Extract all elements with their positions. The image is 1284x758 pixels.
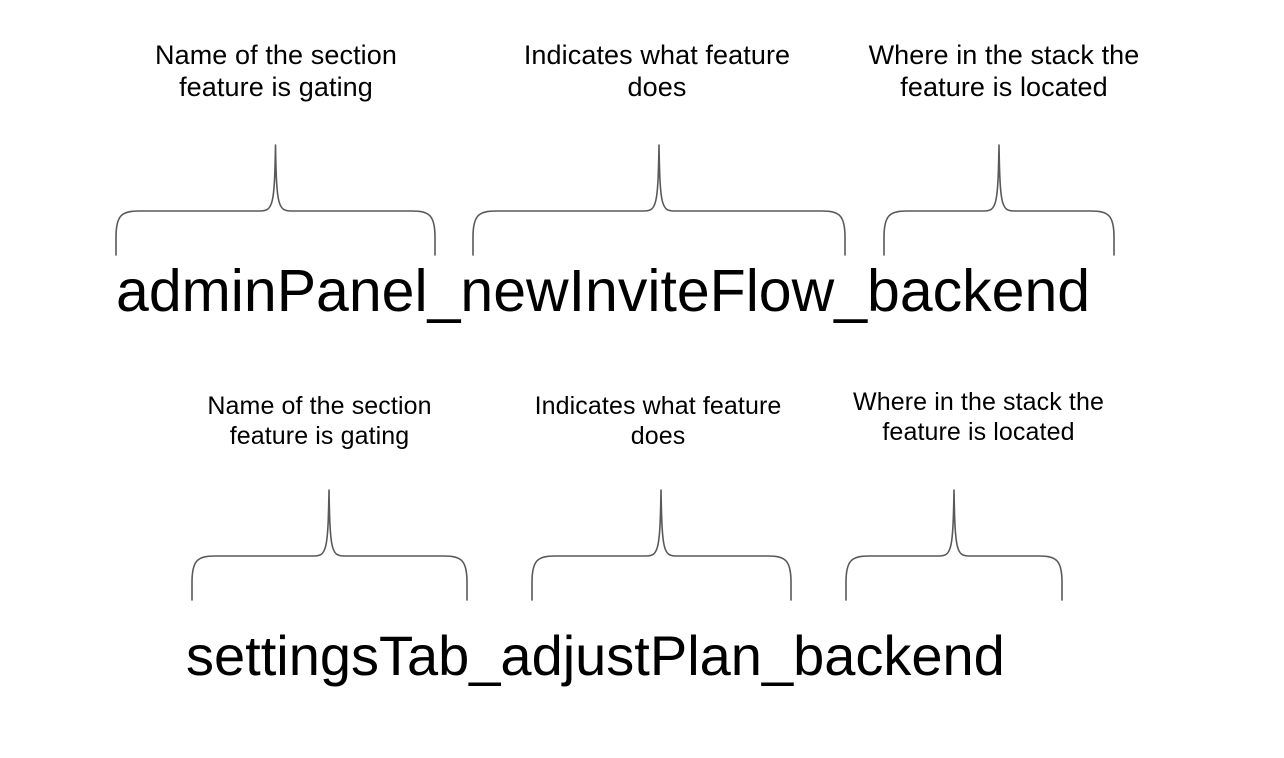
brace-location-row2 bbox=[843, 490, 1065, 600]
segment-caption-section-row2: Name of the section feature is gating bbox=[207, 392, 432, 450]
brace-behavior-row2 bbox=[529, 490, 794, 600]
brace-behavior-row1 bbox=[470, 145, 848, 255]
segment-caption-section-row1: Name of the section feature is gating bbox=[154, 40, 398, 102]
feature-flag-name-row2: settingsTab_adjustPlan_backend bbox=[186, 624, 1005, 687]
segment-caption-location-row2: Where in the stack the feature is locate… bbox=[853, 388, 1104, 446]
brace-location-row1 bbox=[881, 145, 1117, 255]
segment-caption-behavior-row2: Indicates what feature does bbox=[534, 392, 782, 450]
segment-caption-location-row1: Where in the stack the feature is locate… bbox=[868, 40, 1140, 102]
brace-section-row1 bbox=[113, 145, 438, 255]
segment-caption-behavior-row1: Indicates what feature does bbox=[523, 40, 791, 102]
brace-section-row2 bbox=[189, 490, 470, 600]
feature-flag-name-row1: adminPanel_newInviteFlow_backend bbox=[116, 258, 1091, 324]
